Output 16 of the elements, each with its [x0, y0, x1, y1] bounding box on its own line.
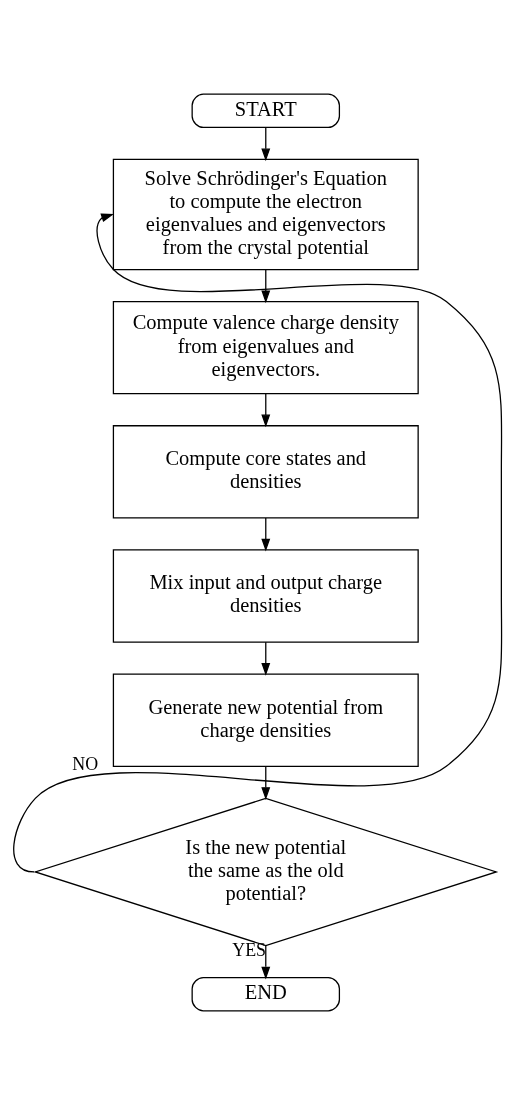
arrow	[261, 516, 271, 551]
arrow	[261, 944, 271, 979]
node-box: END	[191, 976, 341, 1011]
node-box: Solve Schrödinger's Equation to compute the electron eigenvalues and eigenvectors from the crystal potential	[112, 158, 419, 270]
arrow	[261, 392, 271, 427]
edge-label: NO	[72, 753, 99, 774]
node-box: Mix input and output charge densities	[112, 548, 419, 643]
node-box: Compute core states and densities	[112, 424, 419, 519]
node-box: Compute valence charge density from eigenvalues and eigenvectors.	[112, 300, 419, 394]
node-box: START	[191, 93, 341, 128]
arrow	[261, 641, 271, 676]
arrow	[261, 126, 271, 161]
arrow	[13, 213, 503, 873]
node-box: Generate new potential from charge densities	[112, 673, 419, 767]
arrow	[261, 765, 271, 800]
arrow	[261, 268, 271, 303]
